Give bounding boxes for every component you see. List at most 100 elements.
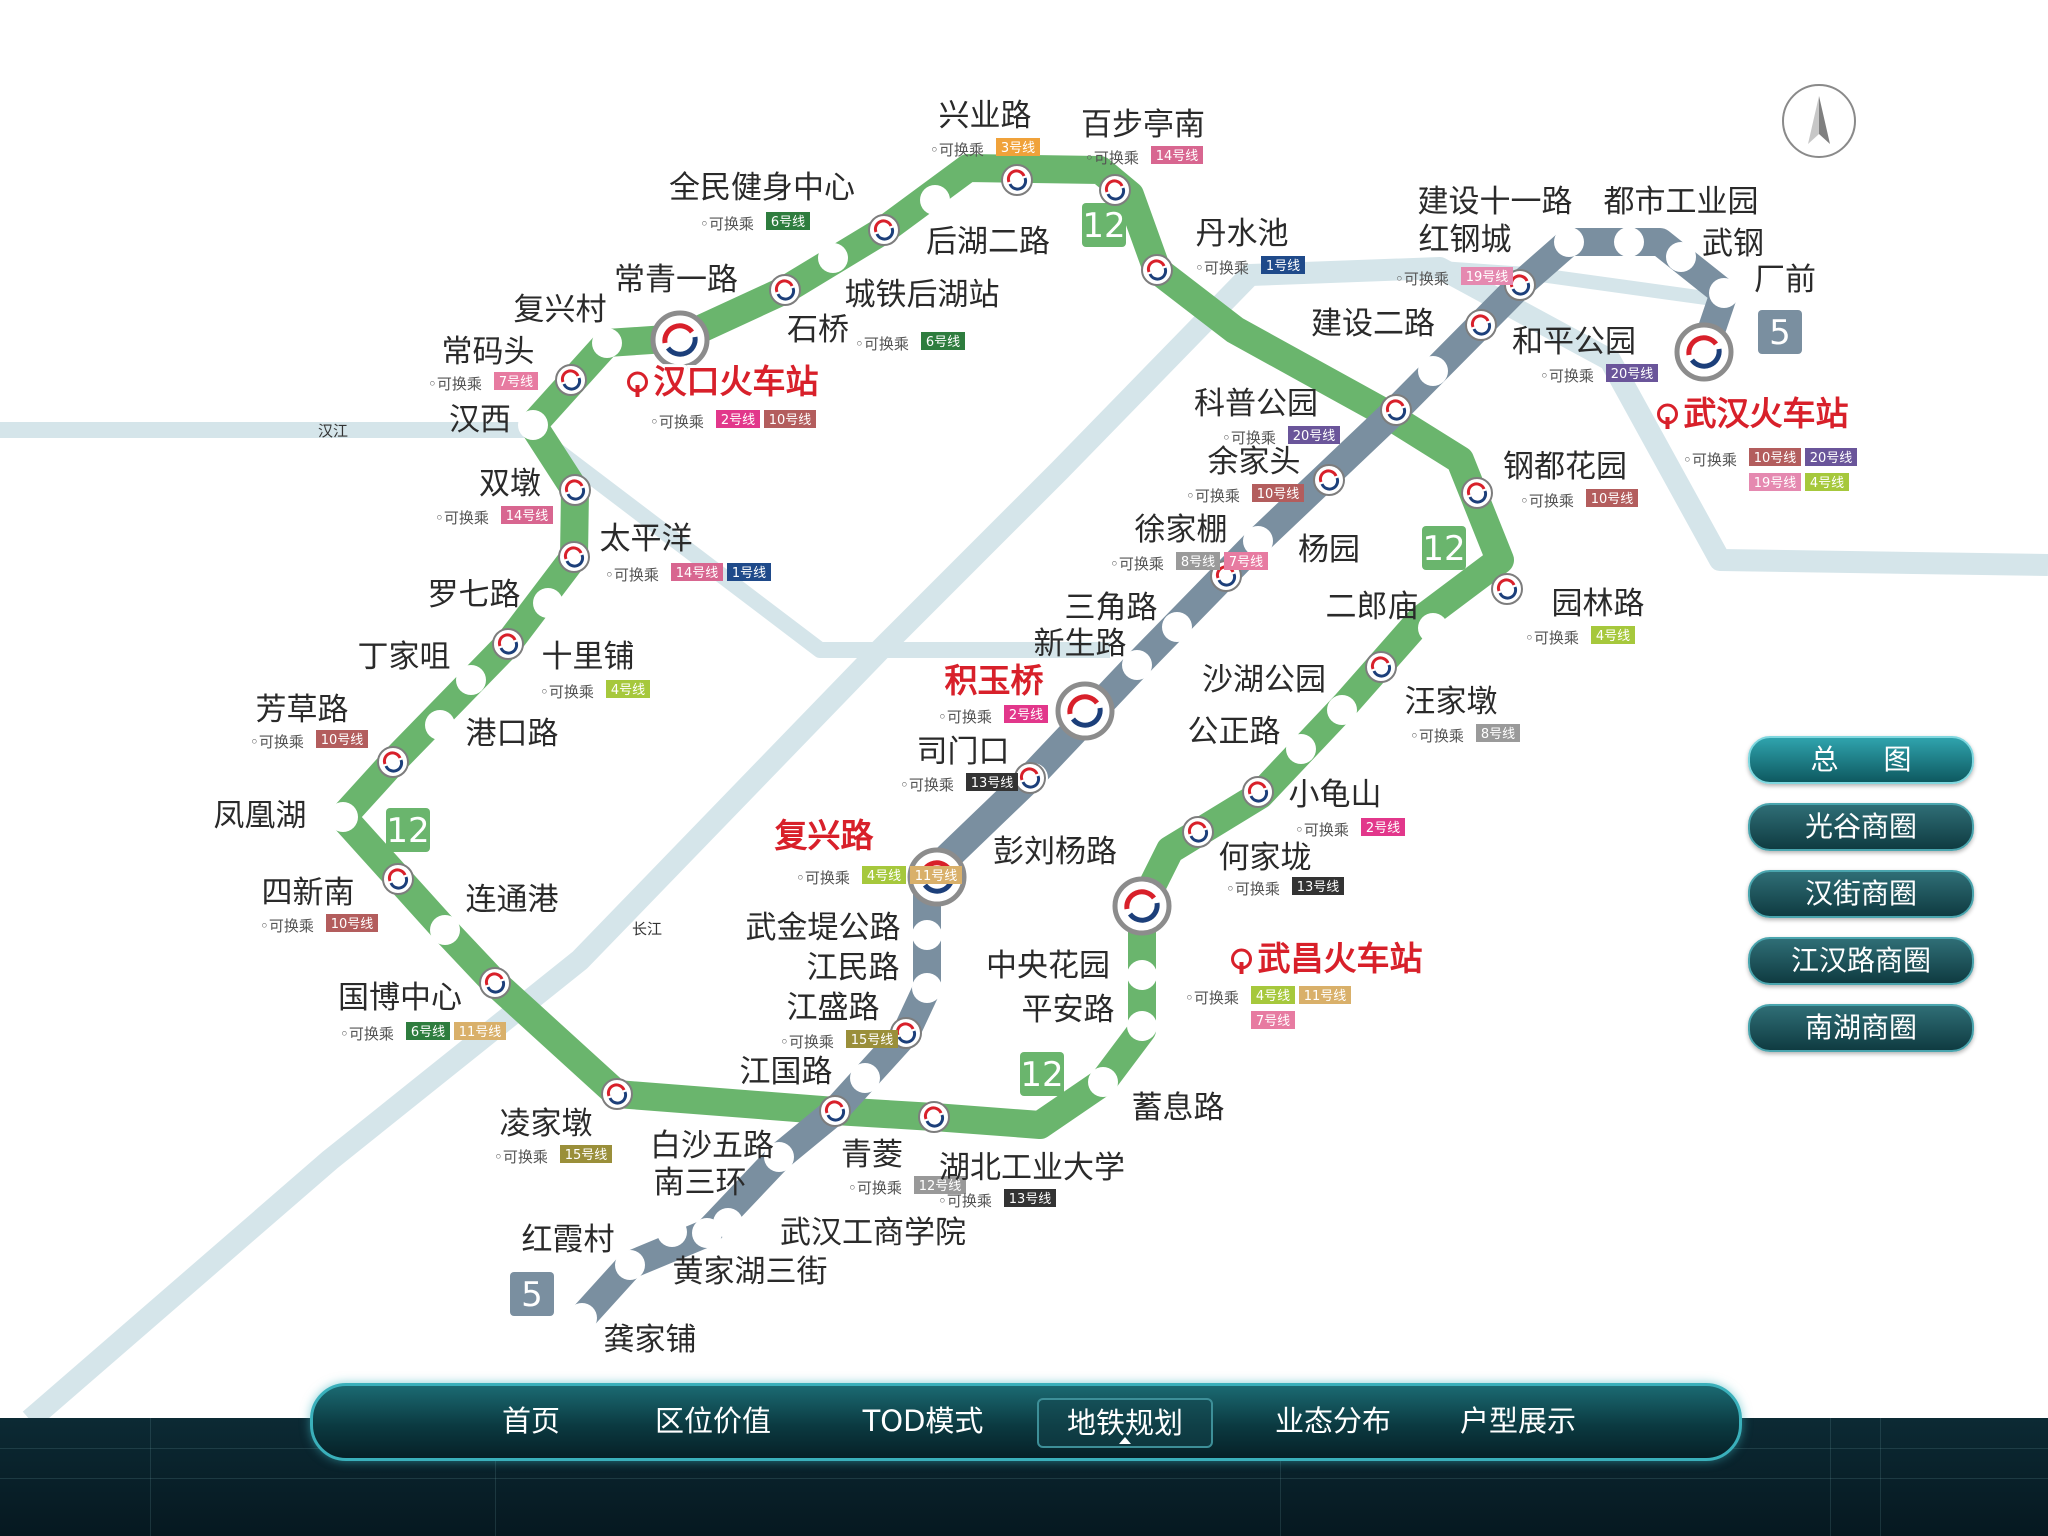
transfer-station-icon[interactable] [1001,164,1033,196]
transfer-station-icon[interactable] [555,364,587,396]
transfer-station-icon[interactable] [382,863,414,895]
transfer-line-label: 2号线 [721,413,755,428]
station-name: 平安路 [1022,992,1115,1028]
station-dot[interactable] [1162,612,1192,642]
nav-item[interactable]: 户型展示 [1459,1404,1576,1438]
station-dot[interactable] [456,665,486,695]
transfer-label: ◦可换乘 [700,215,754,233]
transfer-station-icon[interactable] [1242,776,1274,808]
station-dot[interactable] [518,410,548,440]
transfer-station-icon[interactable] [1465,309,1497,341]
station-dot[interactable] [1418,613,1448,643]
major-station-icon[interactable] [1055,681,1115,741]
major-station-icon[interactable] [1112,876,1172,936]
side-menu-item[interactable]: 汉街商圈 [1748,870,1974,918]
transfer-station-icon[interactable] [492,628,524,660]
transfer-station-icon[interactable] [377,746,409,778]
station-dot[interactable] [657,1217,687,1247]
transfer-line-label: 3号线 [1001,141,1035,156]
station-name: 都市工业园 [1604,184,1759,220]
transfer-station-icon[interactable] [868,214,900,246]
transfer-station-icon[interactable] [1099,174,1131,206]
station-dot[interactable] [850,1063,880,1093]
side-menu-item[interactable]: 总 图 [1748,736,1974,784]
transfer-line-badge [1476,724,1520,742]
station-dot[interactable] [1243,526,1273,556]
transfer-line-badge [1251,1011,1295,1029]
side-menu-item[interactable]: 江汉路商圈 [1748,937,1974,985]
major-station-icon[interactable] [650,310,710,370]
nav-item[interactable]: 地铁规划 [1037,1398,1213,1448]
transfer-station-icon[interactable] [601,1078,633,1110]
station-dot[interactable] [1666,242,1696,272]
transfer-station-icon[interactable] [1182,816,1214,848]
station-dot[interactable] [1122,650,1152,680]
station-dot[interactable] [818,243,848,273]
transfer-station-icon[interactable] [558,541,590,573]
station-dot[interactable] [592,328,622,358]
transfer-station-icon[interactable] [769,274,801,306]
nav-item[interactable]: 业态分布 [1274,1404,1391,1438]
transfer-station-icon[interactable] [559,474,591,506]
transfer-station-icon[interactable] [479,967,511,999]
station-dot[interactable] [1418,356,1448,386]
transfer-label: ◦可换乘 [796,869,850,887]
major-station-label: 武昌火车站 [1231,936,1426,981]
station-dot[interactable] [1127,1011,1157,1041]
transfer-station-icon[interactable] [1141,254,1173,286]
station-dot[interactable] [1709,278,1739,308]
transfer-station-icon[interactable] [1365,651,1397,683]
transfer-station-icon[interactable] [819,1095,851,1127]
transfer-line-label: 4号线 [611,683,645,698]
transfer-line-badge [1591,626,1635,644]
transfer-station-icon[interactable] [1491,573,1523,605]
station-dot[interactable] [1554,227,1584,257]
transfer-station-icon[interactable] [1014,762,1046,794]
nav-item[interactable]: 区位价值 [654,1404,771,1438]
station-dot[interactable] [912,920,942,950]
station-dot[interactable] [425,710,455,740]
transfer-line-badge [1261,256,1305,274]
station-name: 武金堤公路 [746,910,901,946]
station-dot[interactable] [920,185,950,215]
transfer-line-badge [1749,473,1801,491]
transfer-line-badge [1805,473,1849,491]
transfer-station-icon[interactable] [1380,394,1412,426]
station-name: 武钢 [1702,226,1764,262]
side-menu-item[interactable]: 光谷商圈 [1748,803,1974,851]
side-menu-item[interactable]: 南湖商圈 [1748,1004,1974,1052]
transfer-station-icon[interactable] [1313,464,1345,496]
station-dot[interactable] [1286,734,1316,764]
nav-item[interactable]: TOD模式 [862,1404,984,1438]
transfer-label: ◦可换乘 [1195,259,1249,277]
station-name: 港口路 [466,716,559,752]
transfer-station-icon[interactable] [1461,477,1493,509]
major-station-icon[interactable] [1674,322,1734,382]
station-dot[interactable] [533,588,563,618]
transfer-line-badge [501,506,553,524]
transfer-line-label: 6号线 [411,1025,445,1040]
transfer-station-icon[interactable] [918,1101,950,1133]
station-dot[interactable] [912,973,942,1003]
station-name: 复兴村 [514,292,607,328]
station-name: 南三环 [654,1165,747,1201]
station-dot[interactable] [1327,695,1357,725]
station-dot[interactable] [1614,227,1644,257]
station-dot[interactable] [328,802,358,832]
station-dot[interactable] [430,915,460,945]
transfer-line-badge [1606,364,1658,382]
nav-item[interactable]: 首页 [501,1404,560,1438]
station-dot[interactable] [615,1250,645,1280]
line-number-badge [1020,1052,1064,1096]
transfer-line-badge [1299,986,1351,1004]
station-dot[interactable] [1127,960,1157,990]
station-dot[interactable] [1088,1067,1118,1097]
station-dot[interactable] [764,1142,794,1172]
transfer-line-label: 12号线 [919,1179,962,1194]
station-name: 汪家墩 [1405,684,1498,720]
transfer-line-label: 10号线 [769,413,812,428]
station-name: 建设二路 [1311,306,1435,342]
station-dot[interactable] [567,1303,597,1333]
station-dot[interactable] [692,1218,722,1248]
station-name: 黄家湖三街 [673,1254,828,1290]
